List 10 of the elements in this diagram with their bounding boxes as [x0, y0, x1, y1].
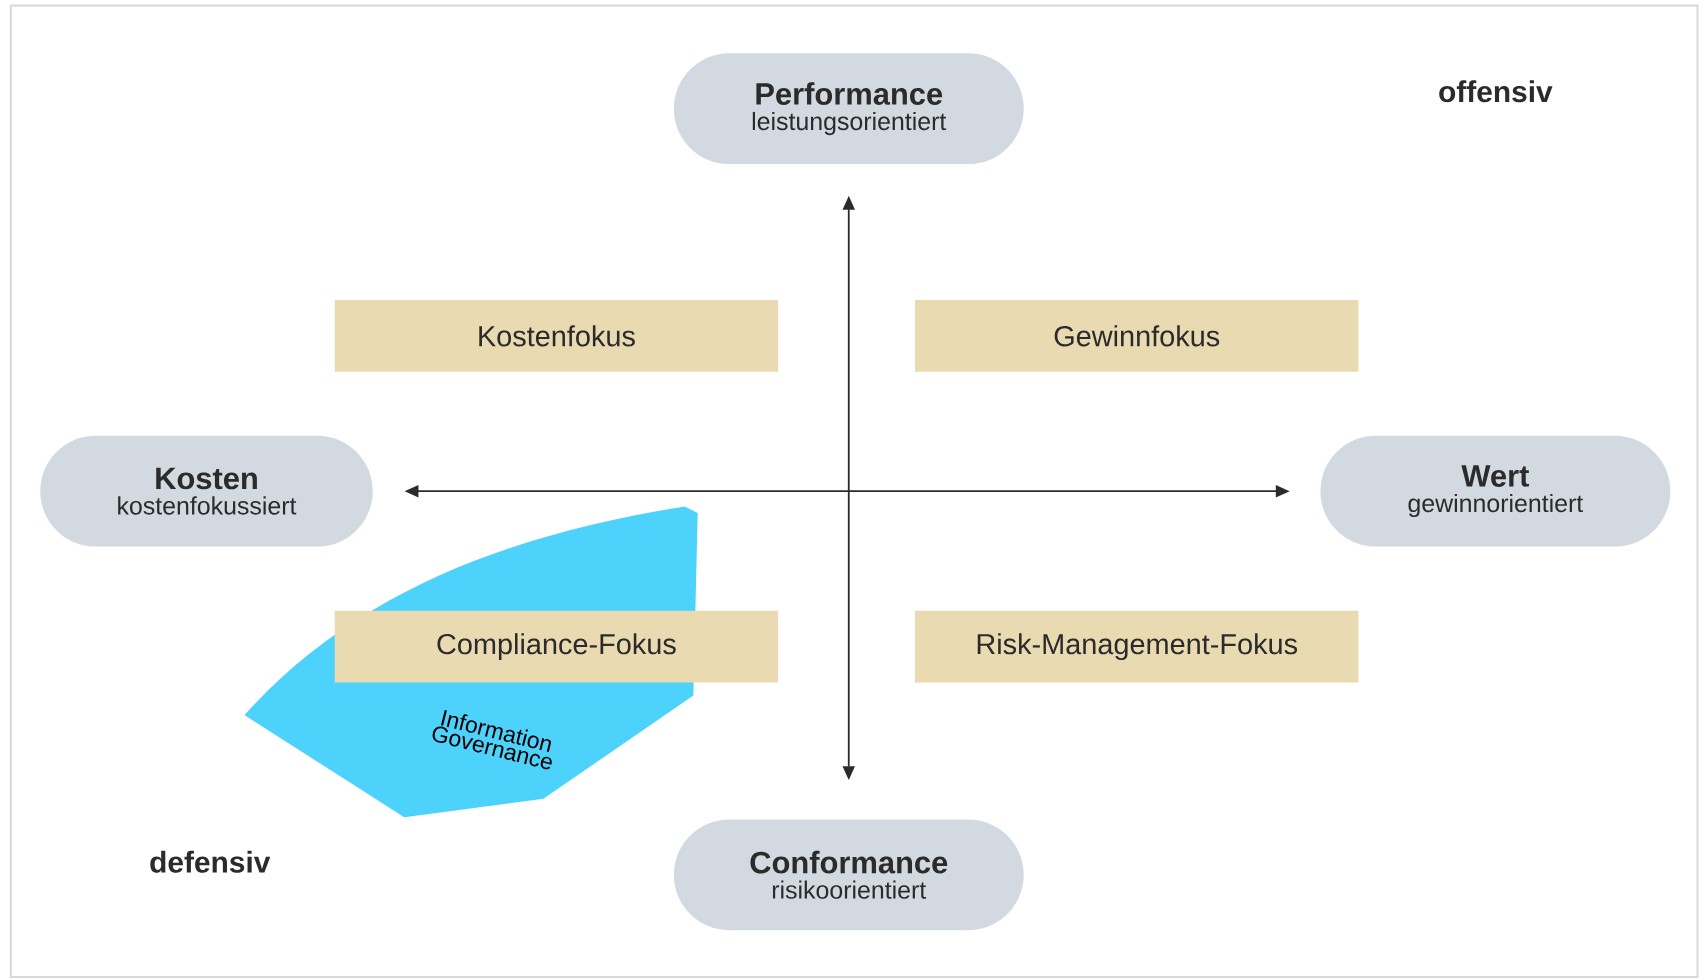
focus-box: Risk-Management-Fokus — [915, 610, 1359, 683]
axis-pole-pill: Wert gewinnorientiert — [1320, 435, 1671, 547]
focus-box: Gewinnfokus — [915, 299, 1359, 372]
quadrant-label: offensiv — [1439, 80, 1553, 103]
axis-pole-pill: Conformance risikoorientiert — [673, 819, 1024, 931]
focus-box: Compliance-Fokus — [334, 610, 779, 683]
focus-box: Kostenfokus — [334, 299, 779, 372]
axis-pole-pill: Kosten kostenfokussiert — [40, 435, 373, 547]
quadrant-label: defensiv — [150, 850, 271, 873]
axis-pole-pill: Performance leistungsorientiert — [673, 53, 1024, 164]
